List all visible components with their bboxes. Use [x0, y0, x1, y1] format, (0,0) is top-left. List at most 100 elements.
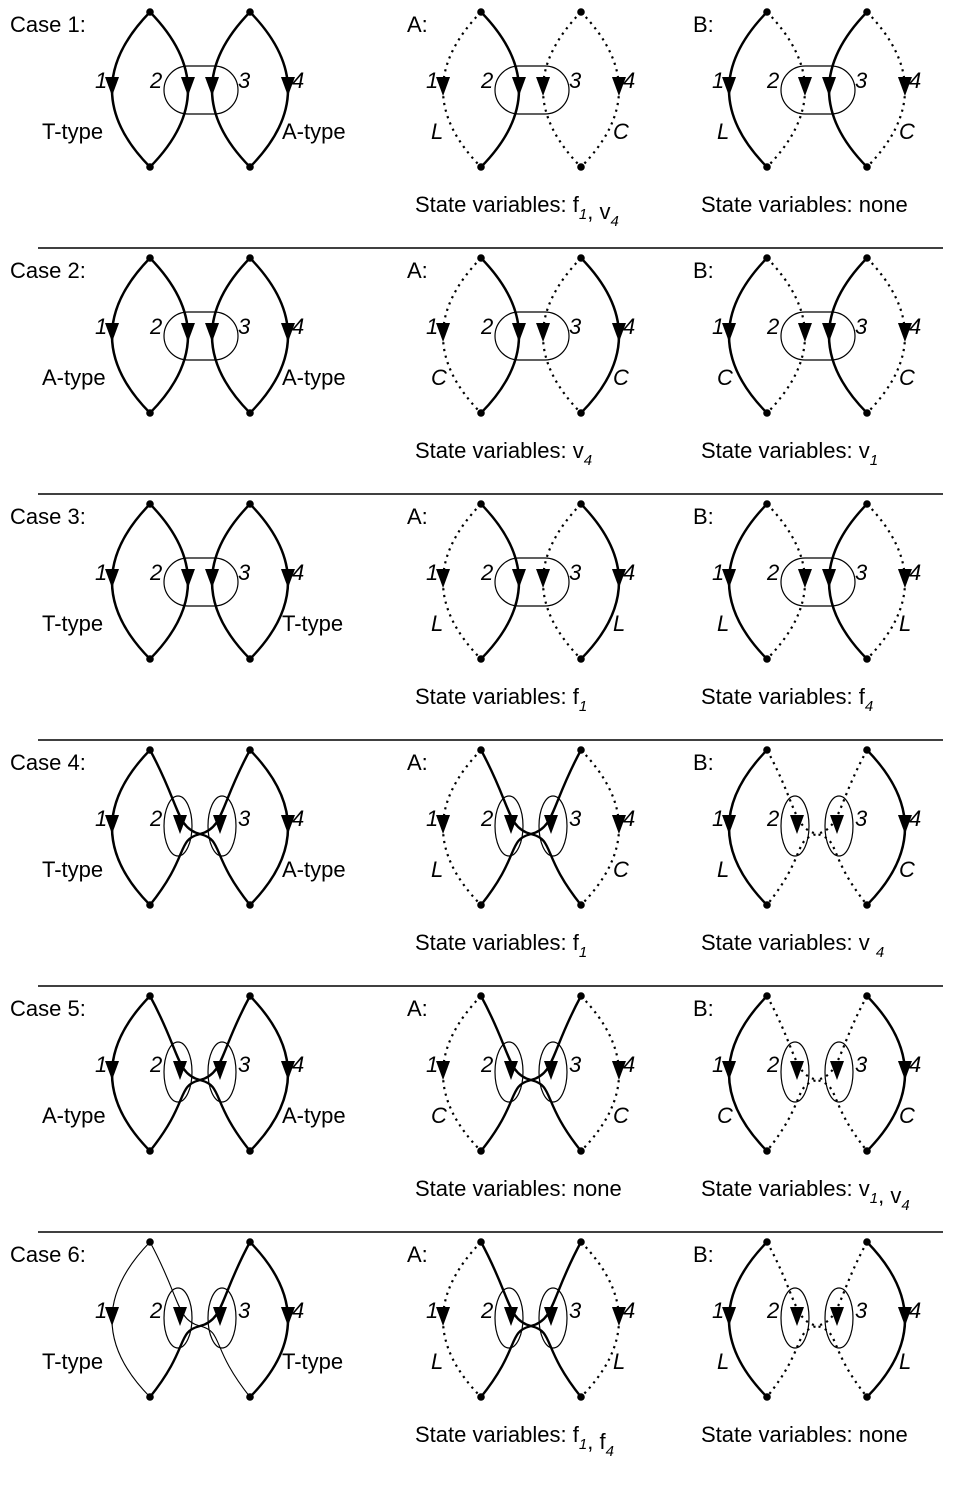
branch-4-arrow-icon [280, 569, 295, 588]
variant-title: A: [407, 1242, 428, 1267]
branch-3-arrow-icon [213, 815, 227, 834]
node-dot [863, 500, 871, 508]
node-dot [246, 1147, 254, 1155]
branch-3-arrow-icon [544, 815, 558, 834]
coupling-loop-right [824, 1287, 854, 1349]
left-element-letter: L [717, 119, 729, 144]
branch-number-1: 1 [712, 1052, 724, 1077]
state-variable-symbol: f [573, 930, 580, 955]
branch-3-edge [480, 1241, 583, 1398]
branch-number-2: 2 [480, 1298, 493, 1323]
node-dot [477, 901, 485, 909]
branch-number-4: 4 [909, 1298, 921, 1323]
state-variable-symbol: v [859, 930, 876, 955]
branch-3-arrow-icon [822, 77, 837, 96]
branch-3-arrow-icon [536, 77, 551, 96]
branch-2-arrow-icon [504, 815, 518, 834]
state-variable-symbol: v [599, 199, 610, 224]
coupling-loop-left [494, 795, 524, 857]
branch-number-3: 3 [855, 806, 868, 831]
state-variable-subscript: 1 [579, 698, 587, 715]
node-dot [763, 655, 771, 663]
coupling-loop [780, 557, 856, 607]
node-dot [577, 8, 585, 16]
node-dot [577, 254, 585, 262]
state-variables-text: State variables: none [701, 1422, 908, 1447]
state-variable-subscript: 4 [606, 1443, 614, 1460]
branch-4-arrow-icon [611, 815, 626, 834]
branch-number-3: 3 [238, 1298, 251, 1323]
left-element-letter: L [431, 611, 443, 636]
node-dot [763, 8, 771, 16]
branch-1-edge [442, 1241, 482, 1398]
node-dot [763, 254, 771, 262]
node-dot [246, 1238, 254, 1246]
state-variables-text: State variables: none [701, 192, 908, 217]
branch-1-edge [442, 995, 482, 1152]
left-port-type-label: T-type [42, 857, 103, 882]
node-dot [246, 163, 254, 171]
branch-3-arrow-icon [213, 1061, 227, 1080]
branch-number-3: 3 [855, 1298, 868, 1323]
branch-3-arrow-icon [544, 1307, 558, 1326]
state-variable-symbol: f [599, 1429, 606, 1454]
branch-2-edge [766, 995, 868, 1152]
branch-number-2: 2 [149, 1052, 162, 1077]
coupling-loop-left [494, 1041, 524, 1103]
left-element-letter: L [717, 611, 729, 636]
branch-number-1: 1 [712, 806, 724, 831]
branch-number-1: 1 [712, 1298, 724, 1323]
node-dot [863, 746, 871, 754]
branch-2-edge [766, 1241, 868, 1398]
node-dot [246, 992, 254, 1000]
node-dot [863, 655, 871, 663]
state-variable-subscript: 1 [579, 1436, 587, 1453]
case-title: Case 5: [10, 996, 86, 1021]
branch-3-arrow-icon [536, 323, 551, 342]
coupling-loop-right [824, 1041, 854, 1103]
branch-number-4: 4 [909, 1052, 921, 1077]
branch-number-1: 1 [712, 314, 724, 339]
state-variables-text: State variables: f1 [415, 684, 587, 715]
branch-3-arrow-icon [830, 1307, 844, 1326]
branch-number-1: 1 [712, 68, 724, 93]
branch-number-3: 3 [569, 314, 582, 339]
branch-1-arrow-icon [722, 323, 737, 342]
node-dot [246, 8, 254, 16]
node-dot [763, 746, 771, 754]
node-dot [763, 500, 771, 508]
node-dot [477, 746, 485, 754]
coupling-loop-left [163, 1041, 193, 1103]
branch-number-1: 1 [95, 314, 107, 339]
coupling-loop [494, 65, 570, 115]
node-dot [477, 1393, 485, 1401]
branch-3-arrow-icon [822, 323, 837, 342]
coupling-loop [780, 65, 856, 115]
branch-number-1: 1 [426, 806, 438, 831]
node-dot [863, 254, 871, 262]
branch-number-4: 4 [623, 806, 635, 831]
branch-number-2: 2 [480, 68, 493, 93]
branch-number-1: 1 [95, 560, 107, 585]
left-port-type-label: T-type [42, 611, 103, 636]
variant-title: A: [407, 258, 428, 283]
branch-number-3: 3 [855, 1052, 868, 1077]
branch-2-edge [479, 995, 582, 1152]
variant-title: B: [693, 12, 714, 37]
branch-4-arrow-icon [280, 77, 295, 96]
node-dot [863, 1147, 871, 1155]
state-variable-subscript: 1 [579, 206, 587, 223]
branch-2-edge [148, 749, 251, 906]
right-element-letter: L [613, 1349, 625, 1374]
branch-3-arrow-icon [536, 569, 551, 588]
node-dot [146, 746, 154, 754]
right-element-letter: L [613, 611, 625, 636]
